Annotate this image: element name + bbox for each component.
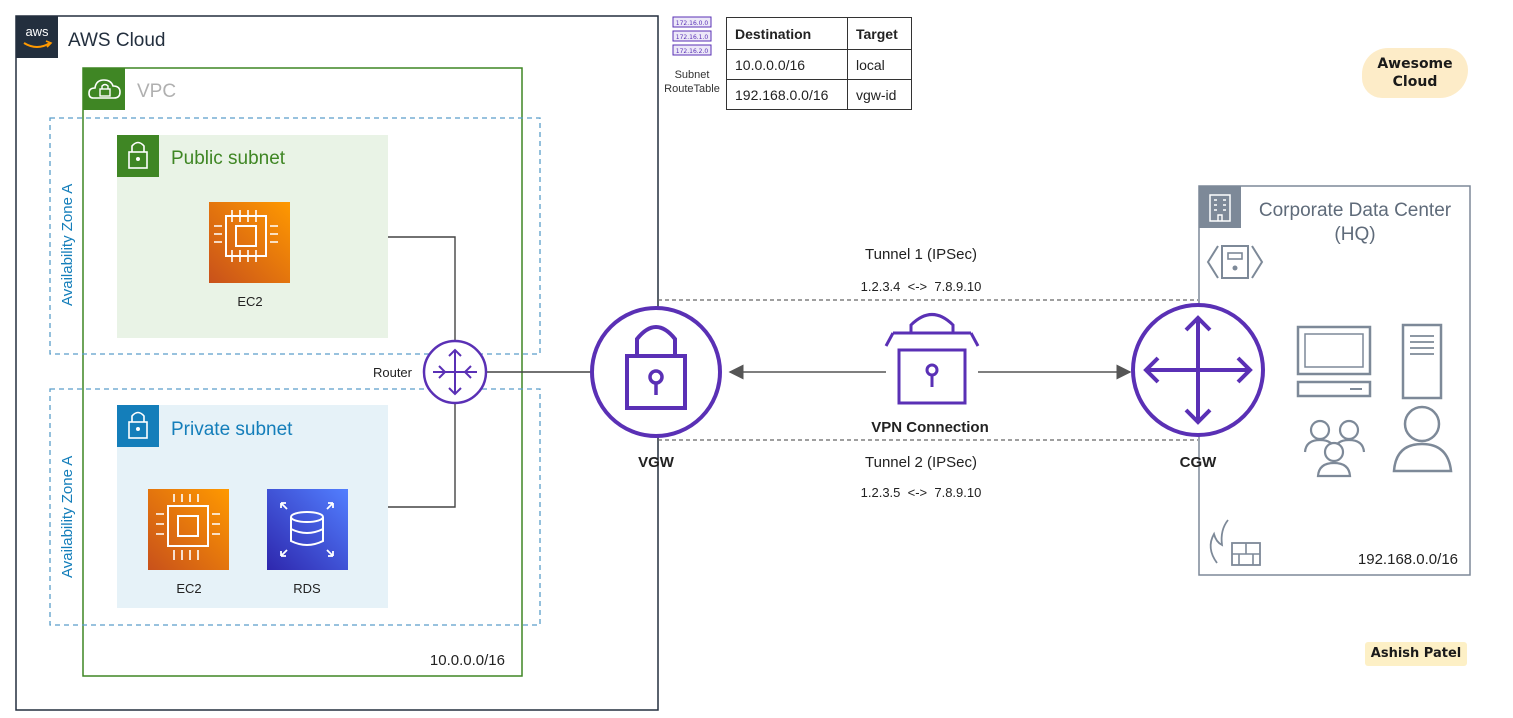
- router-label: Router: [373, 365, 413, 380]
- vgw-lock-icon: [590, 306, 722, 438]
- availability-zone-2-label: Availability Zone A: [59, 456, 76, 578]
- tunnel-1-endpoints: 1.2.3.4 <-> 7.8.9.10: [861, 279, 982, 294]
- vpc-cloud-icon: [83, 68, 125, 110]
- availability-zone-1-label: Availability Zone A: [59, 184, 76, 306]
- ec2-private-icon: [148, 489, 229, 570]
- vpc-label: VPC: [137, 81, 176, 102]
- corporate-building-icon: [1199, 186, 1241, 228]
- route-icon-row-1: 172.16.0.0: [676, 20, 709, 27]
- route-table-cell: 192.168.0.0/16: [726, 79, 848, 110]
- corporate-dc-cidr: 192.168.0.0/16: [1358, 551, 1458, 568]
- tunnel-2-label: Tunnel 2 (IPSec): [865, 454, 977, 471]
- vpn-connection-icon: [884, 313, 980, 405]
- route-table-cell: vgw-id: [847, 79, 912, 110]
- author-name: Ashish Patel: [1370, 646, 1462, 661]
- public-subnet-label: Public subnet: [171, 148, 286, 169]
- server-tower-icon: [1401, 323, 1443, 400]
- route-table-cell: local: [847, 49, 912, 80]
- connector-public-router: [388, 236, 456, 340]
- corporate-dc-label-line1: Corporate Data Center: [1259, 200, 1452, 221]
- route-table-row: 10.0.0.0/16 local: [726, 49, 912, 80]
- ec2-public-icon: [209, 202, 290, 283]
- availability-zone-1: [49, 117, 541, 355]
- tunnel-1-label: Tunnel 1 (IPSec): [865, 246, 977, 263]
- author-badge: Ashish Patel: [1365, 642, 1467, 666]
- route-table-header-row: Destination Target: [726, 17, 912, 50]
- rds-icon: [267, 489, 348, 570]
- route-icon-row-2: 172.16.1.0: [676, 34, 709, 41]
- vpn-connection-label: VPN Connection: [871, 419, 989, 436]
- users-group-icon: [1303, 419, 1366, 478]
- aws-logo-icon: aws: [16, 16, 58, 58]
- vpc-cidr: 10.0.0.0/16: [430, 652, 505, 669]
- tunnel-2-endpoints: 1.2.3.5 <-> 7.8.9.10: [861, 485, 982, 500]
- awesome-cloud-badge: Awesome Cloud: [1362, 48, 1468, 98]
- desktop-computer-icon: [1296, 325, 1372, 398]
- cgw-label: CGW: [1180, 454, 1218, 471]
- availability-zone-2: [49, 388, 541, 626]
- route-icon-row-3: 172.16.2.0: [676, 48, 709, 55]
- private-subnet-label: Private subnet: [171, 419, 293, 440]
- cgw-router-icon: [1131, 303, 1265, 437]
- vgw-label: VGW: [638, 454, 675, 471]
- router-icon: [422, 339, 488, 405]
- route-table-cell: 10.0.0.0/16: [726, 49, 848, 80]
- badge-line-1: Awesome: [1377, 56, 1453, 72]
- route-table-caption-2: RouteTable: [664, 83, 720, 95]
- aws-cloud-label: AWS Cloud: [68, 30, 166, 51]
- route-table-caption-1: Subnet: [675, 69, 710, 81]
- route-table-header-destination: Destination: [726, 17, 848, 50]
- connector-private-router: [388, 404, 456, 508]
- public-subnet-lock-icon: [117, 135, 159, 177]
- user-icon: [1392, 405, 1453, 473]
- corporate-dc-label-line2: (HQ): [1334, 224, 1375, 245]
- route-table-icon: 172.16.0.0 172.16.1.0 172.16.2.0: [672, 16, 712, 56]
- ec2-public-label: EC2: [237, 294, 262, 309]
- route-table-row: 192.168.0.0/16 vgw-id: [726, 79, 912, 110]
- aws-logo-text: aws: [25, 24, 49, 39]
- firewall-icon: [1209, 519, 1261, 566]
- ec2-private-label: EC2: [176, 581, 201, 596]
- badge-line-2: Cloud: [1392, 74, 1438, 90]
- route-table-header-target: Target: [847, 17, 912, 50]
- route-table: Destination Target 10.0.0.0/16 local 192…: [726, 17, 912, 110]
- rds-label: RDS: [293, 581, 321, 596]
- private-subnet-lock-icon: [117, 405, 159, 447]
- server-rack-icon: [1206, 245, 1264, 279]
